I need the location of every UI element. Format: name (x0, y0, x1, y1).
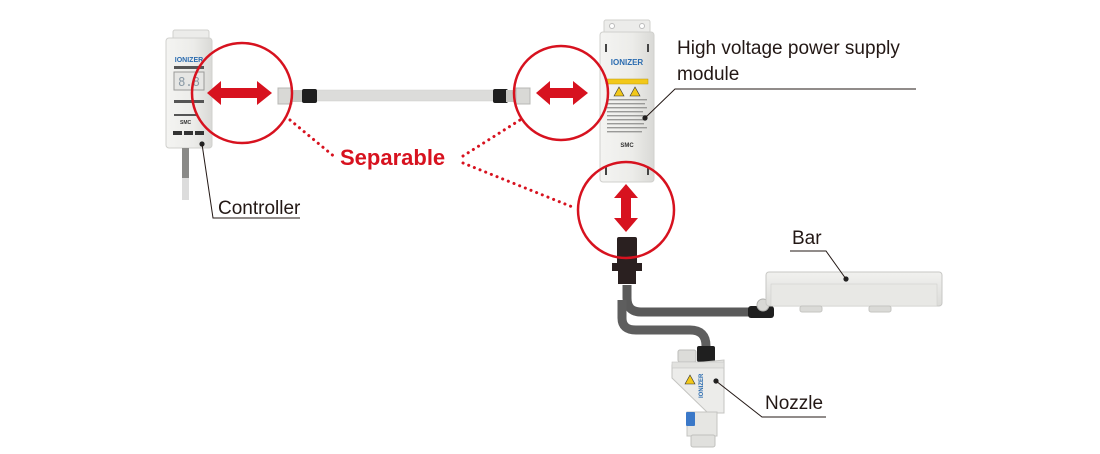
bar-nozzle-cables (612, 237, 774, 360)
dotted-line-output (461, 161, 577, 210)
hv-module-label-line1: High voltage power supply (677, 38, 900, 59)
nozzle-brand: IONIZER (699, 373, 705, 398)
controller-leader-line (201, 143, 300, 219)
controller-label: Controller (218, 198, 301, 219)
ionizer-bar (756, 271, 943, 313)
separation-circle-controller (190, 41, 294, 145)
bar-label: Bar (792, 228, 822, 249)
separation-circle-output (576, 160, 676, 260)
controller-device: IONIZER 8.8 SMC (165, 29, 213, 200)
double-arrow-horizontal-icon (536, 81, 588, 105)
ionizer-nozzle: IONIZER (671, 346, 725, 448)
hv-module-leader-line (644, 88, 916, 119)
separable-label: Separable (340, 145, 445, 170)
bar-leader-line (790, 250, 847, 280)
separation-circle-hv-module (512, 44, 610, 142)
separable-callouts: Separable (190, 41, 676, 260)
double-arrow-horizontal-icon (207, 81, 272, 105)
hv-module-brand: IONIZER (611, 58, 644, 67)
controller-brand: IONIZER (175, 57, 203, 64)
nozzle-label: Nozzle (765, 393, 823, 414)
connection-cable (277, 87, 531, 105)
dotted-line-hv-module (461, 118, 522, 158)
nozzle-leader-line (715, 380, 826, 418)
dotted-line-controller (288, 118, 338, 160)
controller-maker: SMC (180, 120, 192, 126)
controller-display: 8.8 (178, 75, 200, 89)
hv-module-label-line2: module (677, 64, 739, 85)
double-arrow-vertical-icon (614, 184, 638, 232)
hv-power-supply-module: IONIZER SMC (599, 19, 655, 183)
hv-module-maker: SMC (620, 143, 634, 149)
